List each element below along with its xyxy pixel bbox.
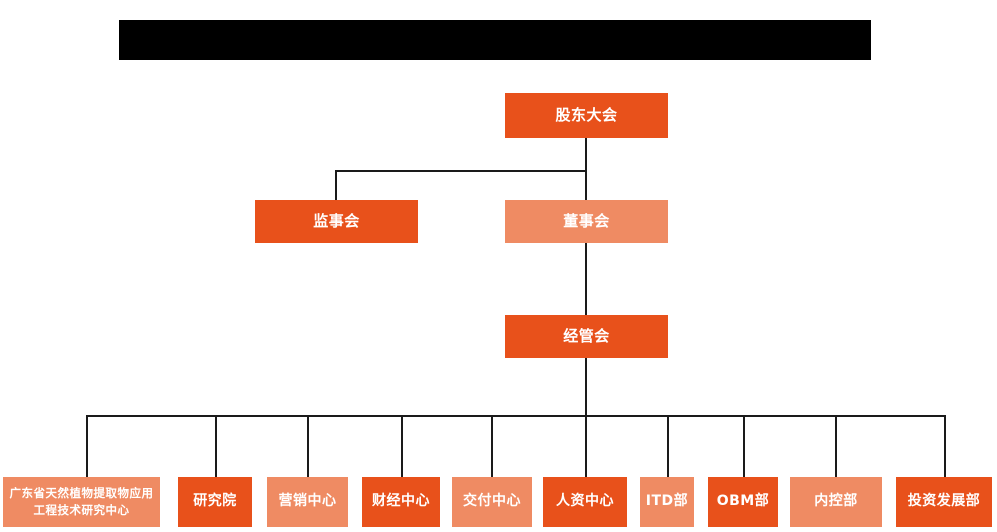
node-obm-department[interactable]: OBM部: [708, 477, 778, 527]
connector-management-down: [585, 358, 587, 416]
node-label-guangdong-research-center: 广东省天然植物提取物应用工程技术研究中心: [9, 486, 154, 517]
node-hr-center[interactable]: 人资中心: [543, 477, 627, 527]
node-shareholders-meeting[interactable]: 股东大会: [505, 93, 668, 138]
connector-to-obm-department: [743, 415, 745, 477]
redacted-title-bar: [119, 20, 871, 60]
node-label-hr-center: 人资中心: [556, 493, 614, 510]
connector-to-supervisors: [335, 170, 337, 200]
connector-to-finance-center: [401, 415, 403, 477]
connector-to-marketing-center: [307, 415, 309, 477]
node-delivery-center[interactable]: 交付中心: [452, 477, 532, 527]
node-label-research-institute: 研究院: [193, 493, 237, 510]
node-board-of-directors[interactable]: 董事会: [505, 200, 668, 243]
node-label-delivery-center: 交付中心: [463, 493, 521, 510]
connector-to-guangdong-research-center: [86, 415, 88, 477]
node-board-of-supervisors[interactable]: 监事会: [255, 200, 418, 243]
node-management-committee[interactable]: 经管会: [505, 315, 668, 358]
node-label-marketing-center: 营销中心: [278, 493, 337, 510]
node-research-institute[interactable]: 研究院: [178, 477, 252, 527]
node-finance-center[interactable]: 财经中心: [362, 477, 440, 527]
node-label-itd-department: ITD部: [645, 493, 689, 510]
node-internal-control-department[interactable]: 内控部: [790, 477, 882, 527]
connector-directors-to-management: [585, 243, 587, 315]
node-label-board-of-directors: 董事会: [563, 212, 610, 231]
connector-to-directors: [585, 170, 587, 200]
connector-to-delivery-center: [491, 415, 493, 477]
connector-to-research-institute: [215, 415, 217, 477]
node-itd-department[interactable]: ITD部: [640, 477, 694, 527]
connector-to-investment-development-department: [944, 415, 946, 477]
node-label-internal-control-department: 内控部: [814, 493, 858, 510]
connector-bus-departments: [86, 415, 945, 417]
node-label-shareholders-meeting: 股东大会: [555, 106, 618, 125]
node-label-finance-center: 财经中心: [372, 493, 430, 510]
node-investment-development-department[interactable]: 投资发展部: [896, 477, 992, 527]
node-label-management-committee: 经管会: [563, 327, 610, 346]
node-label-obm-department: OBM部: [716, 493, 770, 510]
node-marketing-center[interactable]: 营销中心: [267, 477, 348, 527]
connector-to-internal-control-department: [835, 415, 837, 477]
node-guangdong-research-center[interactable]: 广东省天然植物提取物应用工程技术研究中心: [3, 477, 160, 527]
connector-bus-level2: [335, 170, 587, 172]
node-label-investment-development-department: 投资发展部: [907, 493, 981, 510]
connector-shareholders-down: [585, 138, 587, 171]
connector-to-hr-center: [585, 415, 587, 477]
connector-to-itd-department: [667, 415, 669, 477]
node-label-board-of-supervisors: 监事会: [313, 212, 360, 231]
